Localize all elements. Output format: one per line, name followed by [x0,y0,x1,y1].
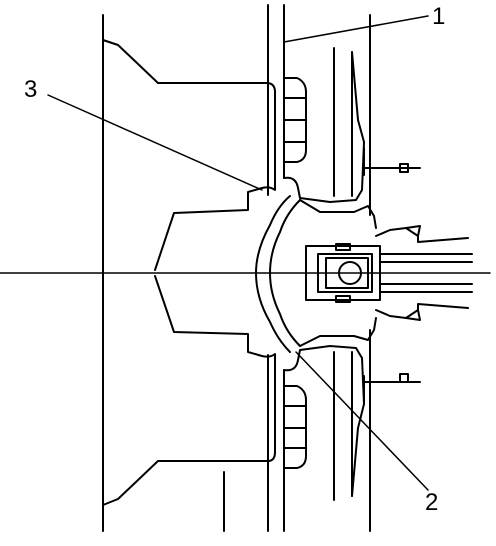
hub-cap-outer-lower [283,345,365,497]
wheel-profile-lower [102,275,276,506]
wheel-profile-upper [102,39,276,271]
axle-boss-lower-tip [405,309,421,321]
lug-nut-upper [283,77,307,163]
hub-dome-shell [299,199,377,229]
axle-boss-upper-tip [405,225,421,237]
spindle-nut [305,243,473,303]
axle-boss-upper [375,227,469,243]
lug-nut-lower [283,385,307,469]
leader-line-3 [47,94,263,191]
hub-cap-outer [283,51,365,203]
callout-2: 2 [425,489,438,516]
callout-3: 3 [24,76,37,103]
leader-line-2 [295,351,429,491]
clip-lower [363,373,421,405]
leader-line-1 [283,15,429,43]
callout-1: 1 [432,3,445,30]
hub-dome-outer [255,195,291,353]
axle-boss-lower [375,303,469,319]
clip-upper [363,147,421,176]
hub-dome-shell-lower [299,317,377,347]
hub-dome-inner [269,199,301,347]
